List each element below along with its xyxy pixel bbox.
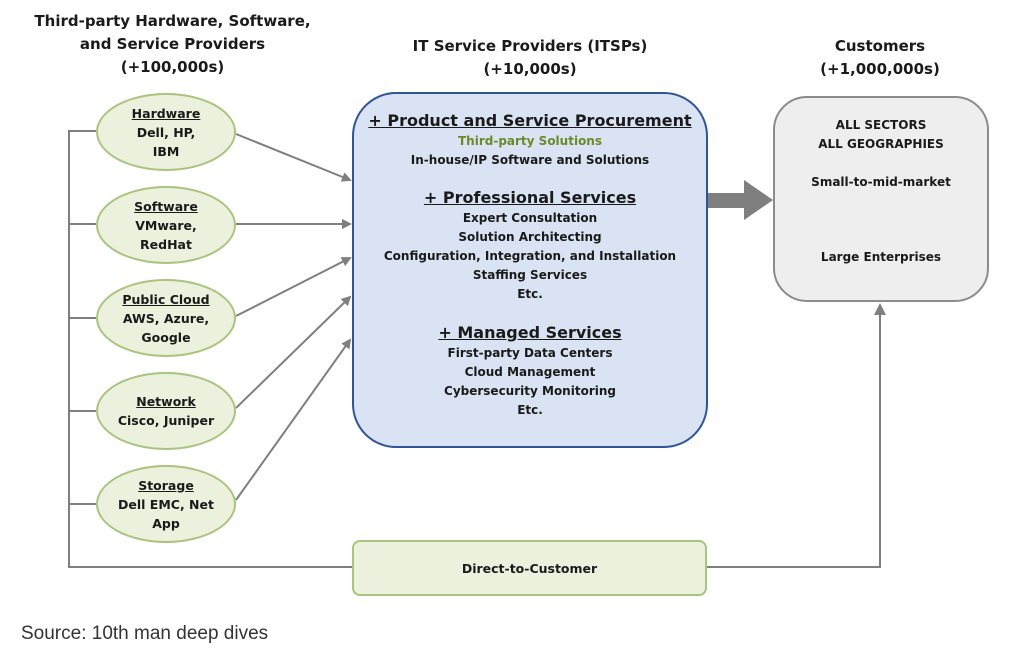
- provider-public-cloud: Public Cloud AWS, Azure, Google: [96, 279, 236, 357]
- customers-geographies: ALL GEOGRAPHIES: [818, 137, 944, 151]
- professional-item: Etc.: [517, 287, 543, 301]
- provider-network: Network Cisco, Juniper: [96, 372, 236, 450]
- provider-line: AWS, Azure,: [122, 310, 210, 326]
- itsp-box: + Product and Service Procurement Third-…: [352, 92, 708, 448]
- managed-heading: + Managed Services: [438, 323, 622, 342]
- provider-title: Hardware: [131, 105, 201, 121]
- itsp-title-count: (+10,000s): [483, 60, 577, 78]
- provider-line: Cisco, Juniper: [117, 413, 215, 428]
- arrow-network: [235, 295, 352, 409]
- customers-column-title: Customers (+1,000,000s): [800, 35, 960, 81]
- managed-item: Etc.: [517, 403, 543, 417]
- big-arrow-head: [744, 180, 773, 220]
- customers-sectors: ALL SECTORS: [835, 118, 927, 132]
- professional-heading: + Professional Services: [423, 188, 637, 207]
- managed-item: Cybersecurity Monitoring: [444, 384, 616, 398]
- professional-item: Expert Consultation: [462, 211, 598, 225]
- customers-title-line: Customers: [834, 37, 926, 55]
- professional-item: Solution Architecting: [458, 230, 602, 244]
- provider-line: App: [152, 515, 180, 531]
- provider-hardware: Hardware Dell, HP, IBM: [96, 93, 236, 171]
- direct-to-customer-box: Direct-to-Customer: [352, 540, 707, 596]
- provider-line: Google: [141, 329, 191, 345]
- provider-title: Public Cloud: [122, 291, 210, 307]
- provider-line: IBM: [152, 143, 180, 159]
- customers-title-count: (+1,000,000s): [820, 60, 940, 78]
- providers-title-count: (+100,000s): [120, 58, 225, 76]
- customers-box: ALL SECTORS ALL GEOGRAPHIES Small-to-mid…: [773, 96, 989, 302]
- itsp-column-title: IT Service Providers (ITSPs) (+10,000s): [405, 35, 655, 81]
- provider-title: Storage: [138, 477, 194, 493]
- provider-line: Dell EMC, Net: [118, 496, 214, 512]
- procurement-highlight: Third-party Solutions: [458, 134, 602, 148]
- providers-column-title: Third-party Hardware, Software, and Serv…: [20, 10, 325, 79]
- customers-segment-from: Small-to-mid-market: [811, 175, 951, 189]
- managed-item: Cloud Management: [464, 365, 596, 379]
- procurement-section: + Product and Service Procurement Third-…: [354, 110, 706, 170]
- procurement-item: In-house/IP Software and Solutions: [410, 153, 650, 167]
- arrow-hardware: [235, 133, 352, 182]
- arrow-storage: [235, 338, 352, 501]
- big-arrow-shaft: [708, 193, 746, 208]
- provider-line: Dell, HP,: [136, 124, 196, 140]
- provider-line: RedHat: [140, 236, 192, 252]
- direct-line: [707, 313, 881, 568]
- professional-item: Configuration, Integration, and Installa…: [383, 249, 677, 263]
- procurement-heading: + Product and Service Procurement: [368, 111, 692, 130]
- provider-line: VMware,: [135, 217, 197, 233]
- provider-title: Software: [134, 198, 198, 214]
- itsp-title-line: IT Service Providers (ITSPs): [412, 37, 648, 55]
- source-caption: Source: 10th man deep dives: [21, 623, 269, 644]
- provider-storage: Storage Dell EMC, Net App: [96, 465, 236, 543]
- providers-title-line: and Service Providers: [79, 35, 266, 53]
- professional-item: Staffing Services: [472, 268, 588, 282]
- customers-segment-to: Large Enterprises: [820, 250, 942, 264]
- direct-arrow-head: [874, 303, 886, 315]
- professional-section: + Professional Services Expert Consultat…: [354, 187, 706, 304]
- managed-section: + Managed Services First-party Data Cent…: [354, 322, 706, 420]
- direct-to-customer-label: Direct-to-Customer: [461, 560, 598, 576]
- managed-item: First-party Data Centers: [447, 346, 613, 360]
- bracket-line: [68, 130, 352, 568]
- provider-software: Software VMware, RedHat: [96, 186, 236, 264]
- provider-title: Network: [136, 394, 196, 409]
- arrow-cloud: [235, 257, 352, 317]
- providers-title-line: Third-party Hardware, Software,: [34, 12, 311, 30]
